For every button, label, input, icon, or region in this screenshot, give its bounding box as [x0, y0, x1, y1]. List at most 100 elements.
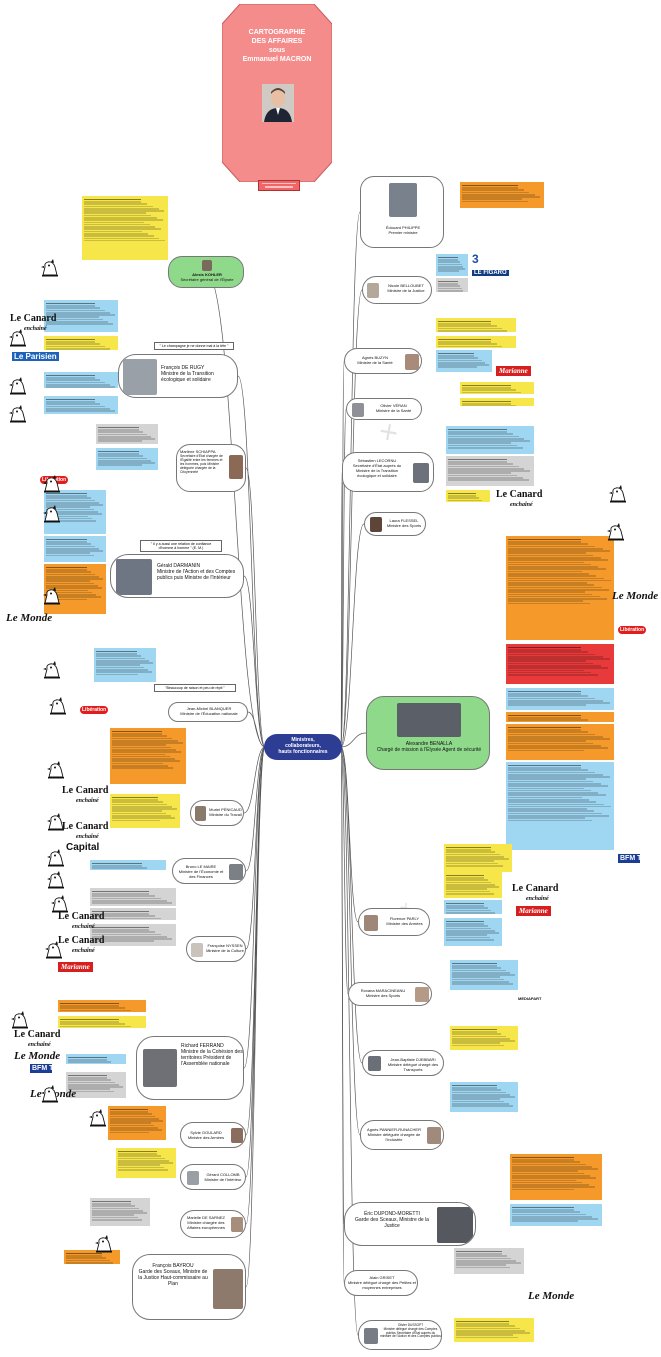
logo-text: Le Canard: [62, 785, 109, 796]
note-heading-line: [508, 764, 581, 767]
note-text-line: [118, 1164, 160, 1167]
note-text-line: [46, 552, 90, 555]
node-nyssen[interactable]: Françoise NYSSEN Ministre de la Culture: [186, 936, 246, 962]
node-role: Secrétaire d'État chargée de l'Égalité e…: [180, 454, 223, 474]
node-desarnez[interactable]: Marielle DE SARNEZ Ministre chargée des …: [180, 1210, 246, 1238]
quote-rugy: " Le champagne je ne donne mal à la tête…: [154, 342, 234, 350]
node-belloubet[interactable]: Nicole BELLOUBET Ministre de la Justice: [362, 276, 432, 304]
note-text-line: [452, 983, 514, 985]
node-maracineanu[interactable]: Roxana MARACINEANU Ministre des Sports: [348, 982, 432, 1006]
note-text-line: [96, 657, 145, 660]
note-text-line: [462, 198, 522, 201]
note-text-line: [452, 1040, 515, 1042]
note-text-line: [112, 767, 174, 769]
note-text-line: [66, 1255, 103, 1257]
node-collomb[interactable]: Gérard COLLOMB Ministre de l'Intérieur: [180, 1164, 246, 1190]
node-role: Ministre chargée des Affaires européenne…: [187, 1220, 225, 1230]
note-text-line: [512, 1181, 583, 1184]
note-text-line: [446, 923, 484, 925]
duck-mascot-icon: [9, 329, 26, 347]
info-note: [44, 396, 118, 414]
note-text-line: [60, 1021, 119, 1023]
info-note: [460, 382, 534, 394]
node-ferrand[interactable]: Richard FERRAND Ministre de la Cohésion …: [136, 1036, 244, 1100]
node-role: Ministre de la Cohésion des territoires …: [181, 1049, 243, 1067]
node-darmanin[interactable]: Gérald DARMANIN Ministre de l'Action et …: [110, 554, 244, 598]
note-text-line: [512, 1172, 585, 1175]
note-heading-line: [438, 352, 475, 355]
note-text-line: [438, 364, 489, 366]
info-note: [506, 762, 614, 850]
header-title-line: Emmanuel MACRON: [242, 56, 312, 63]
note-text-line: [508, 602, 591, 605]
note-text-line: [452, 1105, 514, 1107]
note-text-line: [446, 925, 488, 927]
center-line: collaborateurs,: [285, 743, 321, 749]
note-text-line: [446, 934, 487, 937]
note-text-line: [92, 902, 173, 904]
node-name: Éric DUPOND-MORETTI: [364, 1211, 420, 1217]
note-text-line: [512, 1211, 580, 1213]
node-philippe[interactable]: Édouard PHILIPPE Premier ministre: [360, 176, 444, 248]
note-text-line: [112, 799, 159, 801]
center-node[interactable]: Ministres, collaborateurs, hauts fonctio…: [264, 734, 342, 760]
note-text-line: [446, 929, 496, 932]
info-note: [460, 398, 534, 406]
node-blanquer[interactable]: Jean-Michel BLANQUER Ministre de l'Éduca…: [168, 702, 248, 722]
duck-mascot-icon: [43, 505, 60, 523]
quote-text: "Beaucoup de raison et peu de répit ": [165, 686, 225, 690]
node-flessel[interactable]: Laura FLESSEL Ministre des Sports: [364, 512, 426, 536]
note-text-line: [46, 314, 115, 316]
note-text-line: [446, 877, 484, 879]
note-text-line: [46, 589, 89, 592]
note-text-line: [448, 497, 479, 499]
node-goulard[interactable]: Sylvie GOULARD Ministre des Armées: [180, 1122, 246, 1148]
node-schiappa[interactable]: Marlène SCHIAPPA Secrétaire d'État charg…: [176, 444, 246, 492]
node-kohler[interactable]: Alexis KOHLER Secrétaire général de l'Él…: [168, 256, 244, 288]
node-benalla[interactable]: Alexandre BENALLA Chargé de mission à l'…: [366, 696, 490, 770]
logo-monde: Le Monde: [612, 590, 658, 602]
note-text-line: [98, 435, 151, 438]
node-dupond[interactable]: Éric DUPOND-MORETTI Garde des Sceaux, Mi…: [344, 1202, 476, 1246]
person-photo: [427, 1127, 441, 1144]
node-parly[interactable]: Florence PARLY Ministre des Armées: [358, 908, 430, 936]
note-text-line: [452, 1033, 502, 1035]
note-text-line: [448, 495, 476, 497]
note-text-line: [448, 479, 529, 481]
note-text-line: [98, 453, 139, 455]
node-name: Nicole BELLOUBET: [388, 283, 424, 288]
note-heading-line: [438, 280, 458, 283]
node-penicaud[interactable]: Muriel PÉNICAUD Ministre du Travail: [190, 800, 244, 826]
note-text-line: [456, 1323, 510, 1325]
node-djebbari[interactable]: Jean-Baptiste DJEBBARI Ministre délégué …: [362, 1050, 444, 1076]
node-bayrou[interactable]: François BAYROU Garde des Sceaux, Minist…: [132, 1254, 246, 1320]
note-heading-line: [508, 538, 581, 541]
node-pannier[interactable]: Agnès PANNIER-RUNACHER Ministre déléguée…: [360, 1120, 444, 1150]
info-note: [446, 426, 534, 454]
note-text-line: [68, 1086, 123, 1088]
note-heading-line: [46, 374, 95, 377]
info-note: [510, 1154, 602, 1200]
node-buzyn[interactable]: Agnès BUZYN Ministre de la Santé: [344, 348, 422, 374]
node-griset[interactable]: Alain GRISET Ministre délégué chargé des…: [344, 1270, 418, 1296]
note-text-line: [456, 1259, 517, 1262]
node-role: Ministre des Armées: [386, 921, 423, 926]
node-role: Ministre déléguée chargée de l'Industrie: [367, 1132, 421, 1142]
note-text-line: [508, 671, 592, 674]
note-text-line: [98, 429, 139, 431]
node-lecornu[interactable]: Sébastien LECORNU Secrétaire d'État aupr…: [342, 452, 434, 492]
connector-line: [243, 575, 266, 748]
note-text-line: [84, 233, 148, 235]
note-text-line: [508, 796, 582, 799]
node-role: Ministre des Sports: [365, 993, 401, 998]
note-text-line: [446, 888, 487, 891]
logo-subtext: enchaîné: [24, 326, 47, 332]
node-lemaire[interactable]: Bruno LE MAIRE Ministre de l'Économie et…: [172, 858, 246, 884]
note-text-line: [462, 191, 530, 194]
node-veran[interactable]: Olivier VÉRAN Ministre de la Santé: [346, 398, 422, 420]
logo-subtext: enchaîné: [510, 502, 533, 508]
node-dussopt[interactable]: Olivier DUSSOPT Ministre délégué chargé …: [358, 1320, 442, 1350]
node-rugy[interactable]: François DE RUGY Ministre de la Transiti…: [118, 354, 238, 398]
note-text-line: [508, 586, 602, 589]
